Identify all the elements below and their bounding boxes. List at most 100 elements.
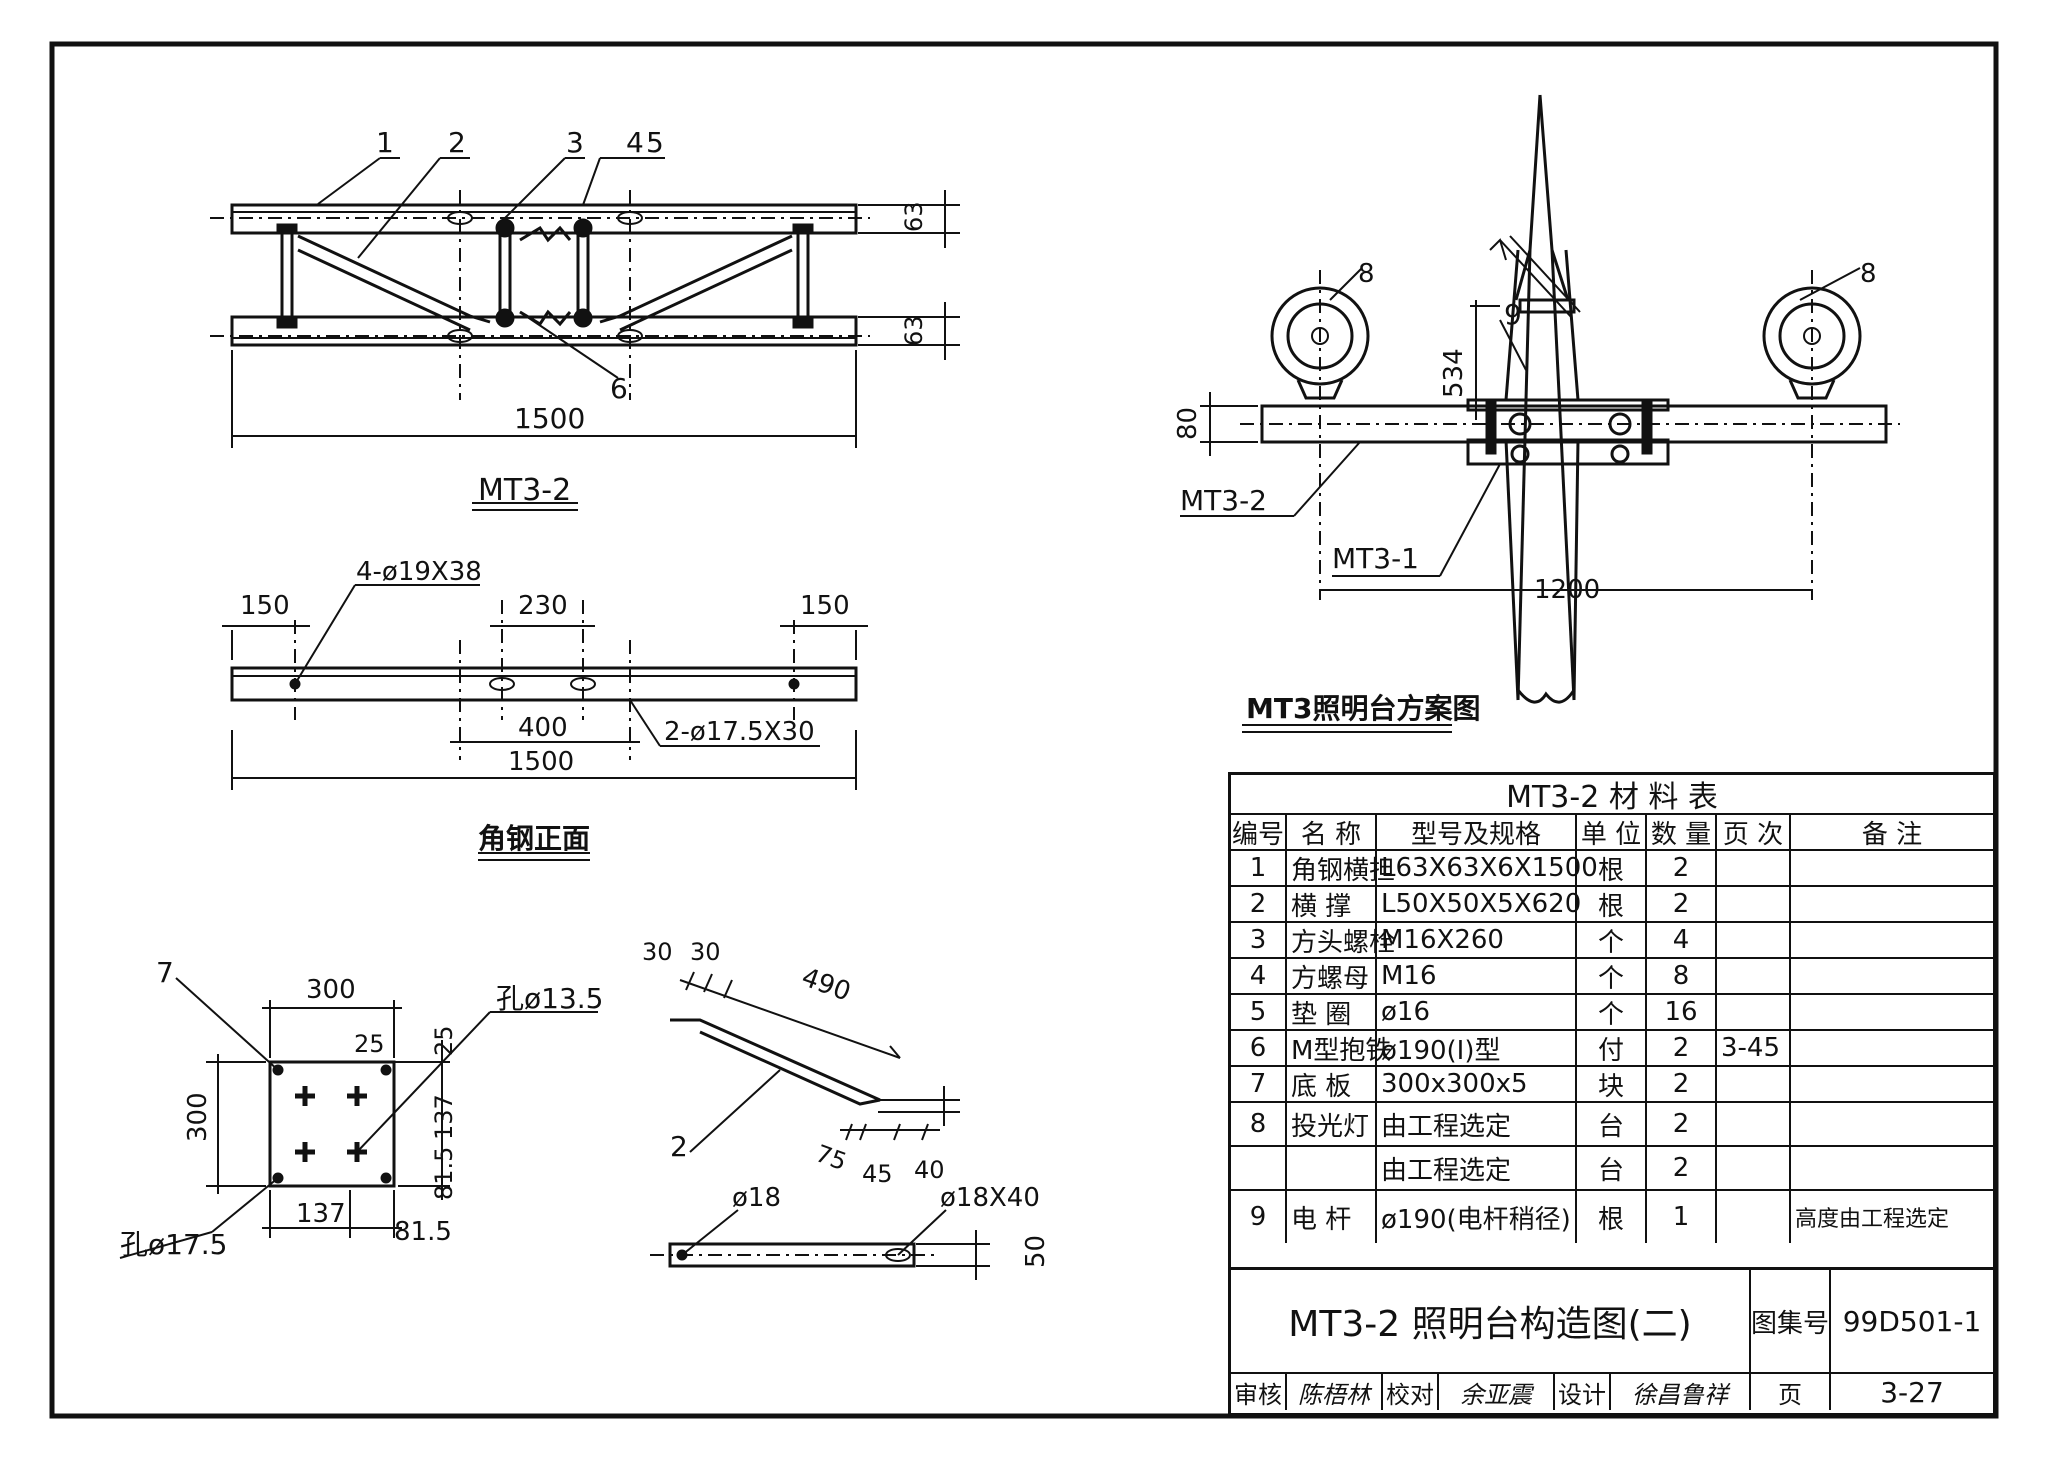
design-label: 设计 xyxy=(1555,1374,1611,1410)
materials-header-cell: 数 量 xyxy=(1647,815,1717,851)
materials-cell: 由工程选定 xyxy=(1377,1103,1577,1147)
materials-cell xyxy=(1791,923,1993,959)
materials-cell: 个 xyxy=(1577,995,1647,1031)
brace-label-2: 2 xyxy=(670,1130,688,1163)
materials-cell: 根 xyxy=(1577,887,1647,923)
dim-150-left: 150 xyxy=(240,591,290,621)
brace-hole-18: ø18 xyxy=(732,1183,781,1213)
check-label: 校对 xyxy=(1383,1374,1439,1410)
materials-cell: 台 xyxy=(1577,1103,1647,1147)
check-signature: 余亚震 xyxy=(1439,1374,1555,1410)
materials-cell: 投光灯 xyxy=(1287,1103,1377,1147)
dim-81-5-horizontal: 81.5 xyxy=(394,1217,452,1247)
materials-cell xyxy=(1791,959,1993,995)
materials-cell: 8 xyxy=(1231,1103,1287,1147)
materials-cell: ø190(Ⅰ)型 xyxy=(1377,1031,1577,1067)
dim-400: 400 xyxy=(518,713,568,743)
materials-cell: 2 xyxy=(1647,851,1717,887)
materials-header-cell: 编号 xyxy=(1231,815,1287,851)
materials-cell xyxy=(1717,1147,1791,1191)
materials-table-title: MT3-2 材 料 表 xyxy=(1231,775,1993,815)
dim-80: 80 xyxy=(1173,407,1203,440)
lamp-label-left: 8 xyxy=(1358,259,1375,289)
materials-cell: M型抱铁 xyxy=(1287,1031,1391,1067)
dim-81-5-vertical: 81.5 xyxy=(430,1147,458,1200)
design-signature: 徐昌鲁祥 xyxy=(1611,1374,1751,1410)
materials-cell: 台 xyxy=(1577,1147,1647,1191)
dim-137-horizontal: 137 xyxy=(296,1199,346,1229)
materials-cell: 5 xyxy=(1231,995,1287,1031)
materials-cell: 1 xyxy=(1647,1191,1717,1243)
hole-note-2-slots: 2-ø17.5X30 xyxy=(664,717,815,747)
materials-cell xyxy=(1717,887,1791,923)
materials-cell: 根 xyxy=(1577,851,1647,887)
atlas-label: 图集号 xyxy=(1751,1270,1831,1374)
page-number: 3-27 xyxy=(1880,1375,1944,1409)
materials-cell: ø190(电杆稍径) xyxy=(1377,1191,1577,1243)
hole-13-5-note: 孔ø13.5 xyxy=(496,982,603,1015)
materials-cell xyxy=(1791,1147,1993,1191)
base-plate-label-7: 7 xyxy=(156,956,174,989)
top-label-4: 4 xyxy=(626,126,644,159)
materials-cell: 方头螺栓 xyxy=(1287,923,1395,959)
materials-cell: 1 xyxy=(1231,851,1287,887)
dim-534: 534 xyxy=(1439,348,1469,398)
materials-cell: 底 板 xyxy=(1287,1067,1377,1103)
dim-1500-front: 1500 xyxy=(508,747,574,777)
mt3-2-assembly-drawing xyxy=(210,157,960,511)
materials-cell: 横 撑 xyxy=(1287,887,1377,923)
brace-slot-18x40: ø18X40 xyxy=(940,1183,1040,1213)
brace-dim-50: 50 xyxy=(1021,1235,1051,1268)
dim-63-lower: 63 xyxy=(900,315,928,346)
dim-63-upper: 63 xyxy=(900,201,928,232)
materials-cell xyxy=(1287,1147,1377,1191)
materials-cell: 电 杆 xyxy=(1287,1191,1377,1243)
brace-dim-45: 45 xyxy=(862,1160,893,1188)
materials-cell: 4 xyxy=(1231,959,1287,995)
materials-cell: M16X260 xyxy=(1377,923,1577,959)
dim-25-a: 25 xyxy=(354,1030,385,1058)
review-signature: 陈梧林 xyxy=(1287,1374,1383,1410)
materials-cell: 个 xyxy=(1577,923,1647,959)
materials-cell xyxy=(1717,851,1791,887)
arm-label-mt3-2: MT3-2 xyxy=(1180,484,1267,517)
materials-cell xyxy=(1717,1103,1791,1147)
materials-cell: 块 xyxy=(1577,1067,1647,1103)
top-label-6: 6 xyxy=(610,372,628,405)
materials-header-cell: 页 次 xyxy=(1717,815,1791,851)
materials-cell: 角钢横担 xyxy=(1287,851,1395,887)
brace-dim-30-b: 30 xyxy=(690,938,721,966)
brace-dim-30-a: 30 xyxy=(642,938,673,966)
angle-front-title: 角钢正面 xyxy=(478,822,590,855)
materials-cell: 方螺母 xyxy=(1287,959,1377,995)
materials-cell xyxy=(1791,851,1993,887)
top-label-3: 3 xyxy=(566,126,584,159)
pole-label-9: 9 xyxy=(1504,298,1522,331)
materials-cell: L63X63X6X1500 xyxy=(1377,851,1598,887)
materials-cell xyxy=(1231,1147,1287,1191)
dim-25-b: 25 xyxy=(430,1025,458,1056)
materials-cell: 4 xyxy=(1647,923,1717,959)
mt3-2-title: MT3-2 xyxy=(478,473,571,508)
top-label-5: 5 xyxy=(646,126,664,159)
materials-cell xyxy=(1717,995,1791,1031)
materials-cell: 2 xyxy=(1647,1067,1717,1103)
materials-cell xyxy=(1791,887,1993,923)
materials-cell: ø16 xyxy=(1377,995,1577,1031)
materials-cell: 300x300x5 xyxy=(1377,1067,1577,1103)
materials-cell: L50X50X5X620 xyxy=(1377,887,1581,923)
brace-dim-75: 75 xyxy=(812,1139,850,1176)
review-label: 审核 xyxy=(1231,1374,1287,1410)
materials-cell: 6 xyxy=(1231,1031,1287,1067)
brace-dim-490: 490 xyxy=(798,962,855,1007)
dim-137-vertical: 137 xyxy=(430,1094,458,1140)
atlas-number: 99D501-1 xyxy=(1831,1270,1993,1374)
materials-cell: 2 xyxy=(1231,887,1287,923)
brace-drawing xyxy=(650,971,990,1280)
materials-cell: 个 xyxy=(1577,959,1647,995)
materials-cell: M16 xyxy=(1377,959,1577,995)
materials-cell: 8 xyxy=(1647,959,1717,995)
materials-cell: 16 xyxy=(1647,995,1717,1031)
